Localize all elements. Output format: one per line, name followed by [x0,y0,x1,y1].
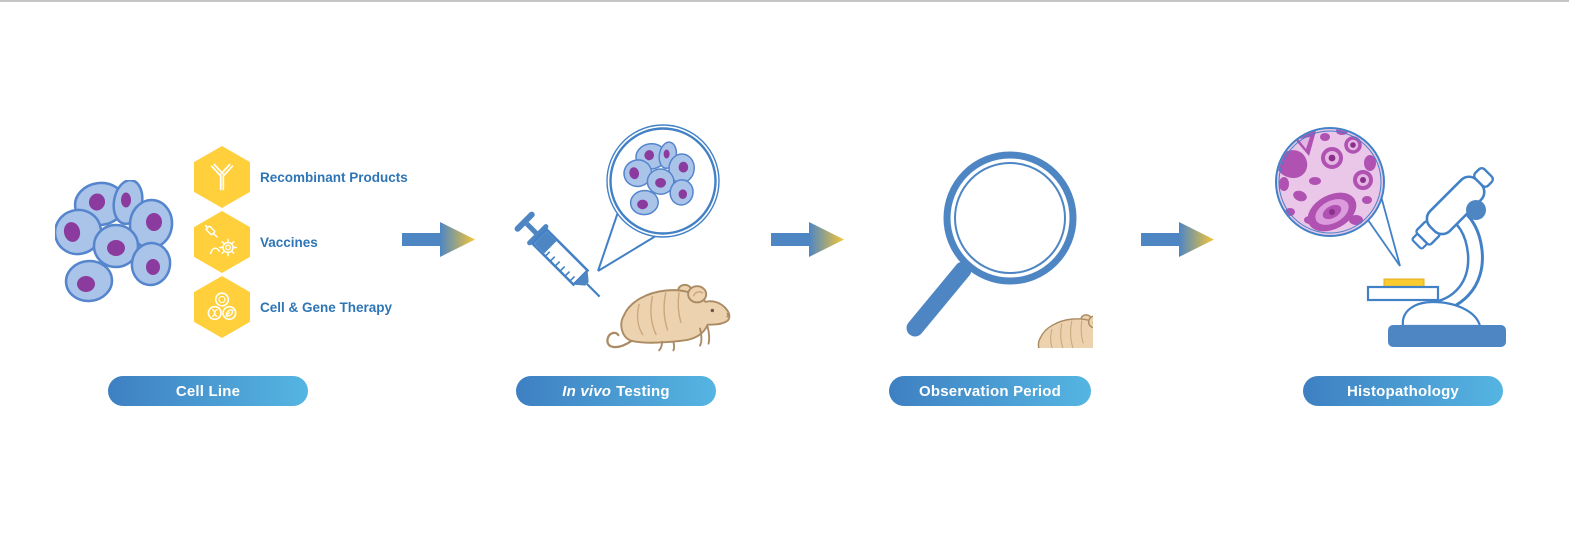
stage-label-histopathology: Histopathology [1303,376,1503,406]
product-label: Vaccines [260,234,318,250]
magnification-funnel [1367,195,1401,267]
microscope-foot [1401,300,1482,328]
microscope-histology-illustration [1275,127,1506,347]
pill-text: Observation Period [919,382,1061,400]
cell-nuclei [63,192,162,292]
magnifier-mouse-illustration [906,151,1093,348]
microscope-stage [1366,285,1440,302]
antibody-icon [194,146,250,208]
cell-cluster-shape [55,180,174,303]
product-label: Cell & Gene Therapy [260,299,393,315]
syringe-virus-icon [194,211,250,273]
magnified-cells-circle [606,124,720,238]
pill-text-italic: In vivo [562,382,612,400]
pill-text: Histopathology [1347,382,1459,400]
microscope-knob [1466,200,1486,220]
top-border-rule [0,0,1569,2]
product-row-vaccines: Vaccines [194,211,408,273]
product-label: Recombinant Products [260,169,408,185]
histology-tissue-circle [1275,127,1385,237]
microscope-illustration [1366,166,1506,347]
flow-arrow-icon [1141,222,1214,257]
magnifier-ring [943,151,1077,285]
cell-dna-leaf-icon [194,276,250,338]
product-row-recombinant: Recombinant Products [194,146,408,208]
stage-label-cell-line: Cell Line [108,376,308,406]
syringe-mouse-illustration [514,124,731,352]
syringe-illustration [514,211,601,298]
pill-text: Cell Line [175,382,241,400]
microscope-base [1388,325,1506,347]
cell-cluster-illustration [55,180,174,303]
mouse-illustration [606,283,731,352]
stage-label-in-vivo-testing: In vivo Testing [516,376,716,406]
flow-arrow-icon [771,222,844,257]
magnifier-handle [906,261,972,337]
product-row-cell-gene: Cell & Gene Therapy [194,276,408,338]
microscope-eyepiece-tube [1411,166,1495,250]
stage-label-observation-period: Observation Period [889,376,1091,406]
flow-arrow-icon [402,222,475,257]
product-type-list: Recombinant Products [194,146,408,338]
pill-text: Testing [616,382,670,400]
